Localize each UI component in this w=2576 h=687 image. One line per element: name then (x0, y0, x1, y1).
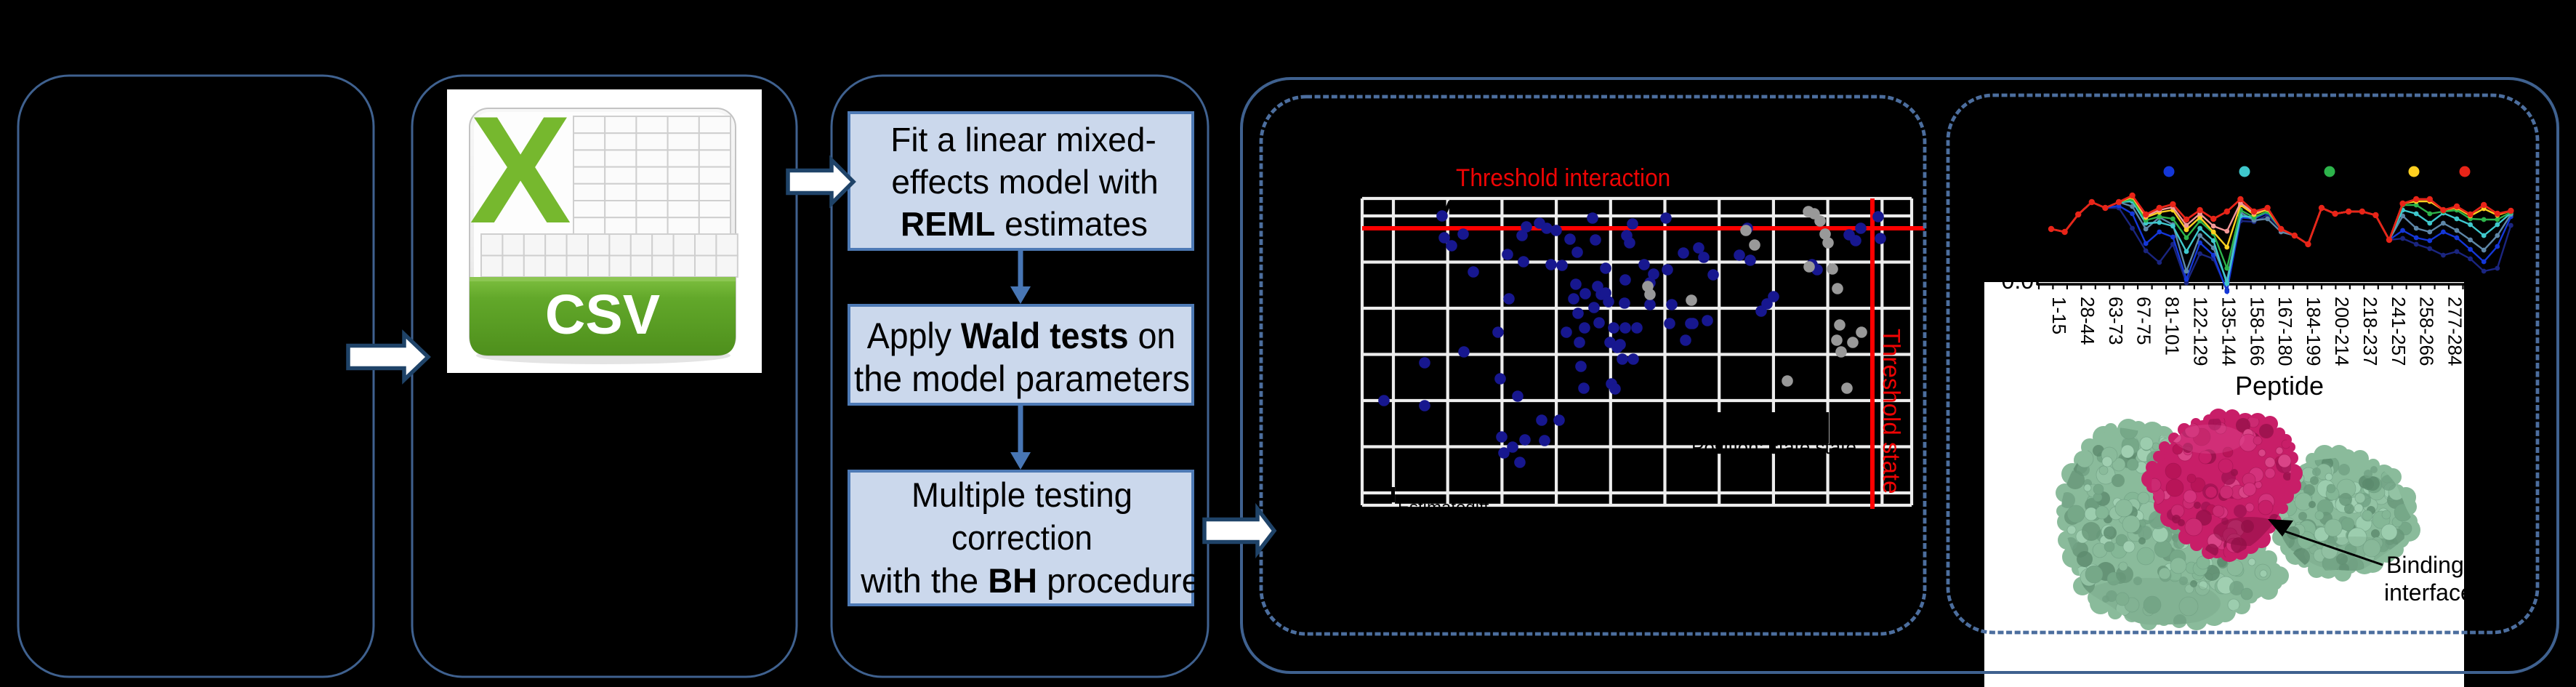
svg-text:241-257: 241-257 (2388, 297, 2410, 366)
svg-text:158-166: 158-166 (2246, 297, 2268, 366)
svg-text:200-214: 200-214 (2331, 297, 2353, 366)
svg-text:122-129: 122-129 (2190, 297, 2212, 366)
svg-text:Threshold state: Threshold state (1878, 329, 1905, 494)
svg-text:Estimatediff: Estimatediff (1398, 498, 1489, 518)
svg-text:Binding: Binding (2386, 552, 2464, 578)
svg-text:Threshold interaction: Threshold interaction (1456, 164, 1670, 191)
svg-text:218-237: 218-237 (2359, 297, 2381, 366)
svg-text:REML estimates: REML estimates (901, 205, 1148, 243)
svg-text:63-73: 63-73 (2105, 297, 2127, 345)
svg-text:258-266: 258-266 (2416, 297, 2438, 366)
svg-text:1-15: 1-15 (2048, 297, 2070, 334)
svg-text:Multiple testing: Multiple testing (911, 475, 1132, 514)
svg-text:28-44: 28-44 (2077, 297, 2098, 345)
svg-text:the model parameters: the model parameters (854, 359, 1190, 399)
svg-text:184-199: 184-199 (2303, 297, 2325, 366)
svg-text:correction: correction (951, 519, 1092, 558)
svg-text:X: X (470, 84, 571, 255)
svg-text:Peptide: Peptide (2235, 371, 2324, 401)
svg-text:Apply Wald tests on: Apply Wald tests on (867, 316, 1176, 356)
svg-text:67-75: 67-75 (2133, 297, 2155, 345)
svg-text:277-284: 277-284 (2444, 297, 2466, 366)
svg-text:with the BH procedure: with the BH procedure (860, 561, 1201, 600)
svg-text:135-144: 135-144 (2218, 297, 2239, 366)
svg-text:81-101: 81-101 (2162, 297, 2183, 355)
svg-text:167-180: 167-180 (2274, 297, 2296, 366)
svg-text:0.0: 0.0 (2002, 268, 2034, 294)
svg-text:CSV: CSV (545, 284, 660, 346)
svg-text:interface: interface (2384, 579, 2474, 606)
svg-text:Fit a linear mixed-: Fit a linear mixed- (890, 121, 1156, 158)
svg-text:effects model with: effects model with (891, 163, 1158, 201)
